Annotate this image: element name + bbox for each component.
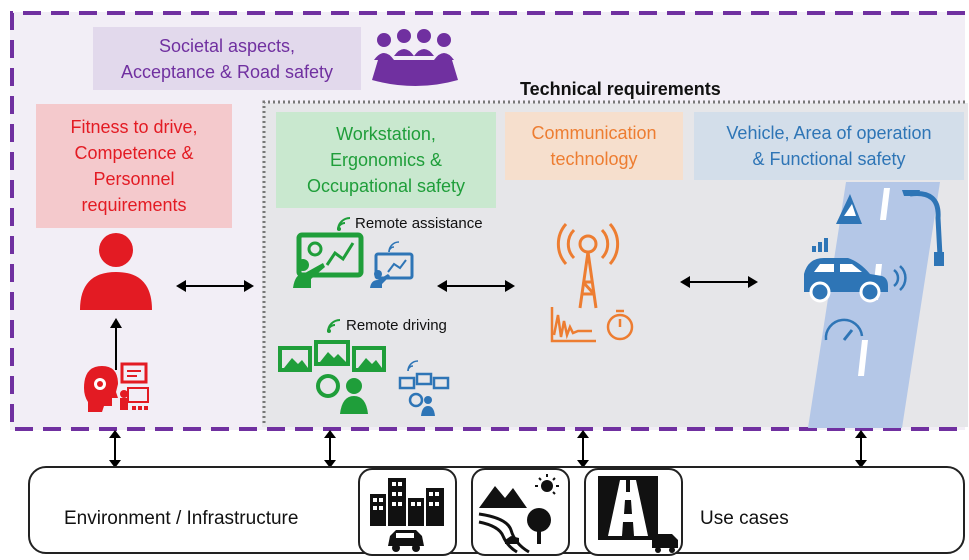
road-vehicle-icon xyxy=(804,182,944,428)
highway-use-case-tile xyxy=(584,468,683,556)
fitness-label: Fitness to drive, Competence & Personnel… xyxy=(36,104,232,228)
vehicle-line1: Vehicle, Area of operation xyxy=(726,123,932,143)
workstation-line3: Occupational safety xyxy=(306,176,466,196)
city-buildings-icon xyxy=(370,478,444,552)
small-wifi-icon-driving xyxy=(407,360,419,372)
technical-requirements-title: Technical requirements xyxy=(520,79,721,99)
vertical-arrow-1 xyxy=(109,430,121,468)
vertical-arrow-2 xyxy=(324,430,336,468)
person-operator-icon xyxy=(80,233,152,310)
societal-line2: Acceptance & Road safety xyxy=(120,61,334,82)
wifi-icon-driving xyxy=(327,319,341,333)
remote-driving-label: Remote driving xyxy=(346,317,447,334)
fitness-line4: requirements xyxy=(81,195,187,215)
societal-line1: Societal aspects, xyxy=(158,35,296,56)
signal-timer-icon xyxy=(550,307,634,343)
up-arrow xyxy=(110,318,122,370)
use-cases-label: Use cases xyxy=(700,508,789,529)
remote-assistance-label: Remote assistance xyxy=(355,215,483,232)
workstation-line2: Ergonomics & xyxy=(329,150,443,170)
remote-assistance-small-screen-icon xyxy=(370,252,414,288)
remote-driving-station-icon xyxy=(278,340,386,414)
double-arrow-communication-vehicle xyxy=(680,276,758,288)
vertical-arrow-3 xyxy=(577,430,589,468)
societal-aspects-label: Societal aspects, Acceptance & Road safe… xyxy=(93,27,361,90)
fitness-line1: Fitness to drive, xyxy=(70,117,198,137)
communication-label: Communication technology xyxy=(505,112,683,180)
urban-use-case-tile xyxy=(358,468,457,556)
environment-label: Environment / Infrastructure xyxy=(64,508,299,529)
vehicle-label: Vehicle, Area of operation & Functional … xyxy=(694,112,964,180)
workstation-label: Workstation, Ergonomics & Occupational s… xyxy=(276,112,496,208)
workstation-line1: Workstation, xyxy=(336,124,436,144)
rural-landscape-icon xyxy=(478,474,559,554)
small-wifi-icon xyxy=(388,241,400,253)
communication-line1: Communication xyxy=(531,123,657,143)
vertical-arrow-4 xyxy=(855,430,867,468)
cognition-training-icon xyxy=(84,362,149,412)
double-arrow-operator-workstation xyxy=(176,280,254,292)
communication-line2: technology xyxy=(550,149,638,169)
wifi-icon xyxy=(337,217,351,231)
radio-tower-icon xyxy=(556,223,620,309)
fitness-line3: Personnel xyxy=(93,169,175,189)
remote-driving-small-station-icon xyxy=(398,372,450,416)
vehicle-line2: & Functional safety xyxy=(752,149,906,169)
highway-icon xyxy=(598,476,678,553)
double-arrow-workstation-communication xyxy=(437,280,515,292)
remote-assistance-screen-icon xyxy=(293,232,364,288)
rural-use-case-tile xyxy=(471,468,570,556)
group-people-icon xyxy=(372,29,458,86)
fitness-line2: Competence & xyxy=(74,143,194,163)
